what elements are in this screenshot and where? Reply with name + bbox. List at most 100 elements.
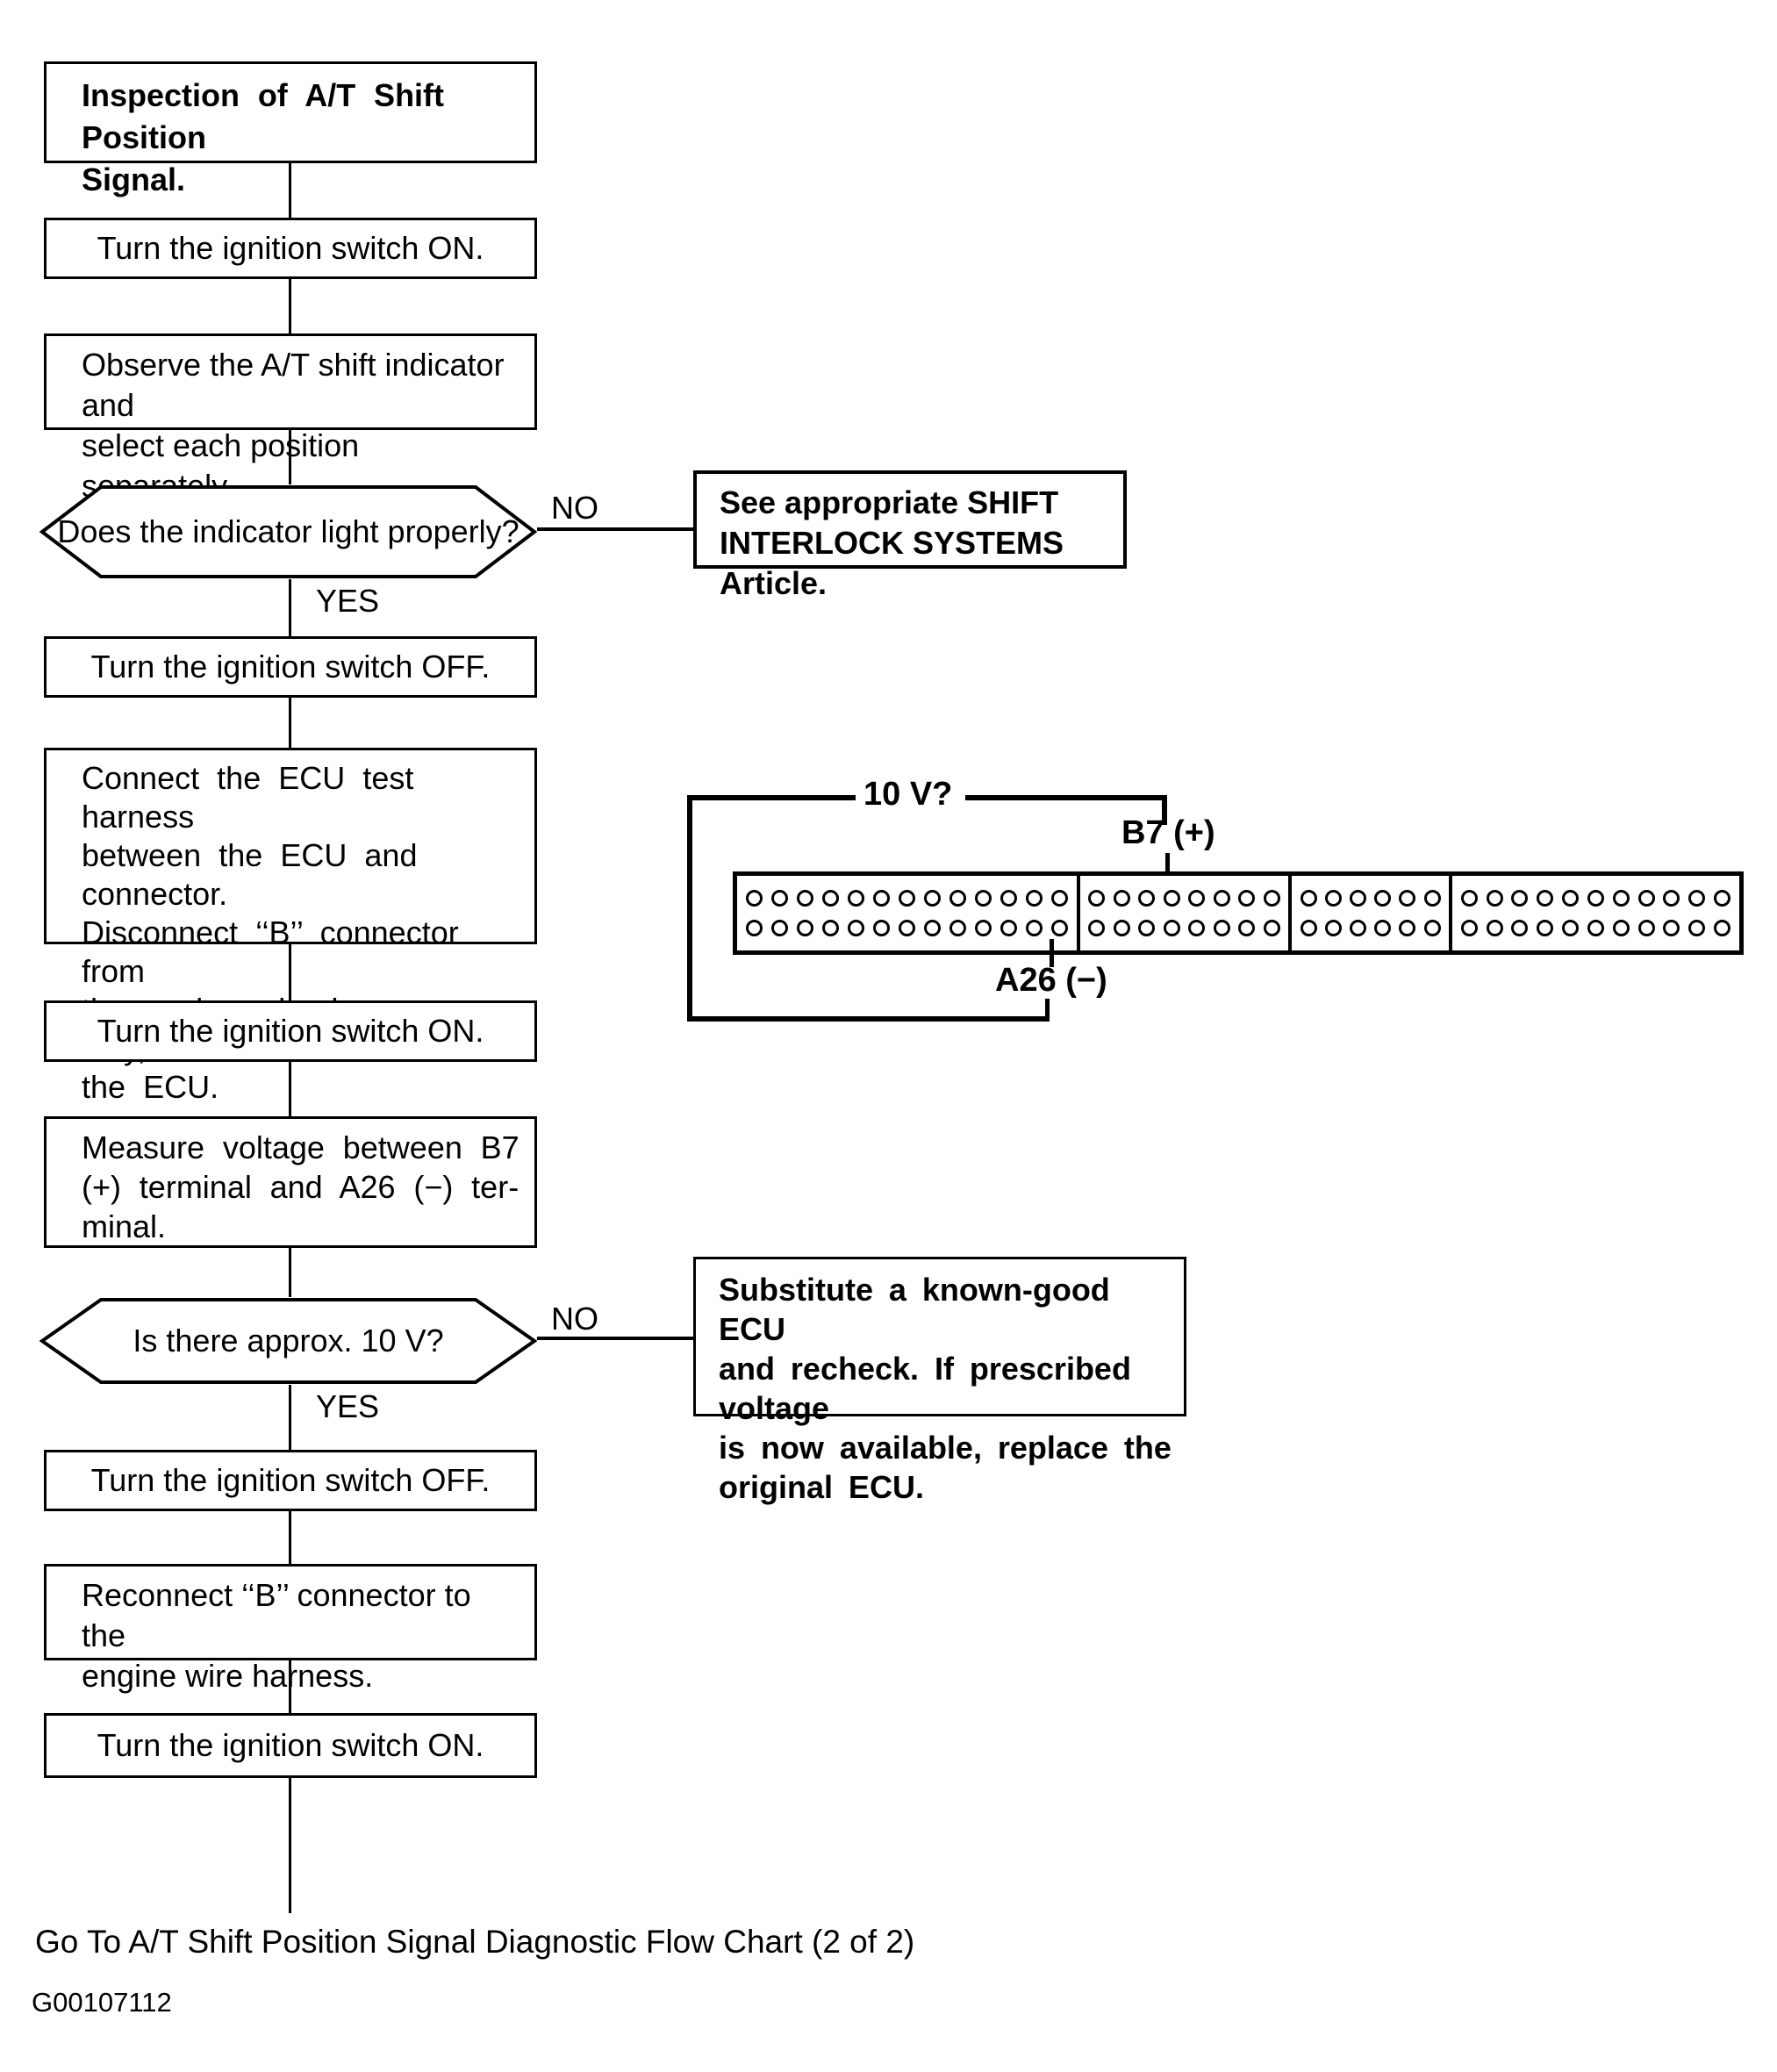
no-label-2: NO xyxy=(551,1301,598,1337)
connector-pin xyxy=(923,920,941,937)
connector-pin xyxy=(1612,889,1630,907)
connector-pin xyxy=(1025,889,1043,907)
connector-pin xyxy=(1300,889,1317,907)
connector-pin xyxy=(1562,889,1580,907)
connector-pin xyxy=(1088,920,1106,937)
flow-line xyxy=(289,279,291,333)
connector-pin xyxy=(1113,889,1130,907)
pin-row xyxy=(1452,889,1739,907)
flow-line xyxy=(289,579,291,636)
step-ignition-off-2: Turn the ignition switch OFF. xyxy=(44,1450,537,1511)
connector-pin xyxy=(923,889,941,907)
connector-pin xyxy=(974,889,992,907)
connector-pin xyxy=(1324,920,1342,937)
connector-pin xyxy=(1423,920,1441,937)
connector-pin xyxy=(1163,889,1180,907)
connector-pin xyxy=(1113,920,1130,937)
connector-pin xyxy=(1300,920,1317,937)
connector-pin xyxy=(1637,889,1655,907)
step-ignition-on-3: Turn the ignition switch ON. xyxy=(44,1713,537,1778)
connector-section-2 xyxy=(1076,876,1289,950)
connector-pin xyxy=(1213,920,1230,937)
voltage-question-label: 10 V? xyxy=(863,776,953,813)
connector-pin xyxy=(1374,920,1392,937)
connector-pin xyxy=(1714,889,1730,907)
no-branch-line-1 xyxy=(537,527,693,531)
connector-pin xyxy=(872,889,890,907)
connector-pin xyxy=(1238,889,1256,907)
pin-row xyxy=(737,889,1077,907)
bracket-top-left-line xyxy=(687,795,856,800)
flow-line xyxy=(289,430,291,484)
connector-pin xyxy=(1423,889,1441,907)
no-label-1: NO xyxy=(551,490,598,526)
connector-pin xyxy=(770,889,788,907)
connector-pin xyxy=(847,920,864,937)
step-ignition-off-1: Turn the ignition switch OFF. xyxy=(44,636,537,698)
connector-pin xyxy=(1511,920,1529,937)
flow-line xyxy=(289,163,291,218)
no-branch-line-2 xyxy=(537,1337,693,1340)
bracket-bottom-line xyxy=(687,1016,1050,1022)
flow-line xyxy=(289,1511,291,1564)
flow-exit-line xyxy=(289,1778,291,1913)
connector-pin xyxy=(1050,889,1068,907)
connector-pin xyxy=(1050,920,1068,937)
connector-pin xyxy=(1688,889,1706,907)
connector-pin xyxy=(1163,920,1180,937)
connector-pin xyxy=(1399,920,1416,937)
step-observe-indicator: Observe the A/T shift indicator and sele… xyxy=(44,333,537,504)
connector-pin xyxy=(872,920,890,937)
connector-pin xyxy=(1688,920,1706,937)
connector-pin xyxy=(1562,920,1580,937)
pin-row xyxy=(1292,889,1448,907)
connector-pin xyxy=(898,920,915,937)
step-reconnect-b: Reconnect ‘‘B’’ connector to the engine … xyxy=(44,1564,537,1694)
flow-line xyxy=(289,698,291,748)
decision-approx-10v: Is there approx. 10 V? xyxy=(39,1297,537,1385)
connector-pin xyxy=(1399,889,1416,907)
action-see-article-box: See appropriate SHIFT INTERLOCK SYSTEMS … xyxy=(693,470,1127,601)
connector-pin xyxy=(1213,889,1230,907)
connector-section-4 xyxy=(1448,876,1739,950)
connector-pin xyxy=(1000,889,1017,907)
bracket-top-right-line xyxy=(965,795,1167,800)
hexagon-shape xyxy=(39,485,537,578)
connector-pin xyxy=(1188,889,1206,907)
yes-label-1: YES xyxy=(316,583,380,619)
connector-pin xyxy=(796,889,813,907)
connector-pin xyxy=(1188,920,1206,937)
connector-pin xyxy=(1587,889,1604,907)
connector-pin xyxy=(1138,920,1156,937)
connector-section-3 xyxy=(1288,876,1448,950)
decision-indicator-light: Does the indicator light properly? xyxy=(39,484,537,579)
bracket-right-line xyxy=(1162,795,1167,825)
connector-pin xyxy=(1612,920,1630,937)
action-substitute-ecu-box: Substitute a known-good ECU and recheck.… xyxy=(693,1257,1186,1505)
connector-pin xyxy=(898,889,915,907)
step-ignition-on-1: Turn the ignition switch ON. xyxy=(44,218,537,279)
a26-negative-label: A26 (−) xyxy=(995,962,1107,999)
goto-flowchart-text: Go To A/T Shift Position Signal Diagnost… xyxy=(35,1924,915,1960)
connector-pin xyxy=(1663,889,1680,907)
connector-pin xyxy=(1374,889,1392,907)
step-ignition-on-2: Turn the ignition switch ON. xyxy=(44,1000,537,1062)
pin-row xyxy=(737,920,1077,937)
flow-start-box: Inspection of A/T Shift Position Signal. xyxy=(44,61,537,197)
connector-pin xyxy=(949,920,966,937)
connector-pin xyxy=(1088,889,1106,907)
pin-row xyxy=(1080,920,1289,937)
connector-pin xyxy=(1460,889,1478,907)
connector-pin xyxy=(1486,920,1503,937)
connector-pin xyxy=(1350,889,1367,907)
pin-row xyxy=(1292,920,1448,937)
connector-pin xyxy=(1263,920,1280,937)
connector-pin xyxy=(1000,920,1017,937)
hexagon-shape xyxy=(39,1298,537,1384)
connector-pin xyxy=(1637,920,1655,937)
step-connect-harness: Connect the ECU test harness between the… xyxy=(44,748,537,1105)
flow-line xyxy=(289,944,291,1000)
decision-indicator-text: Does the indicator light properly? xyxy=(57,513,519,549)
connector-pin xyxy=(1350,920,1367,937)
